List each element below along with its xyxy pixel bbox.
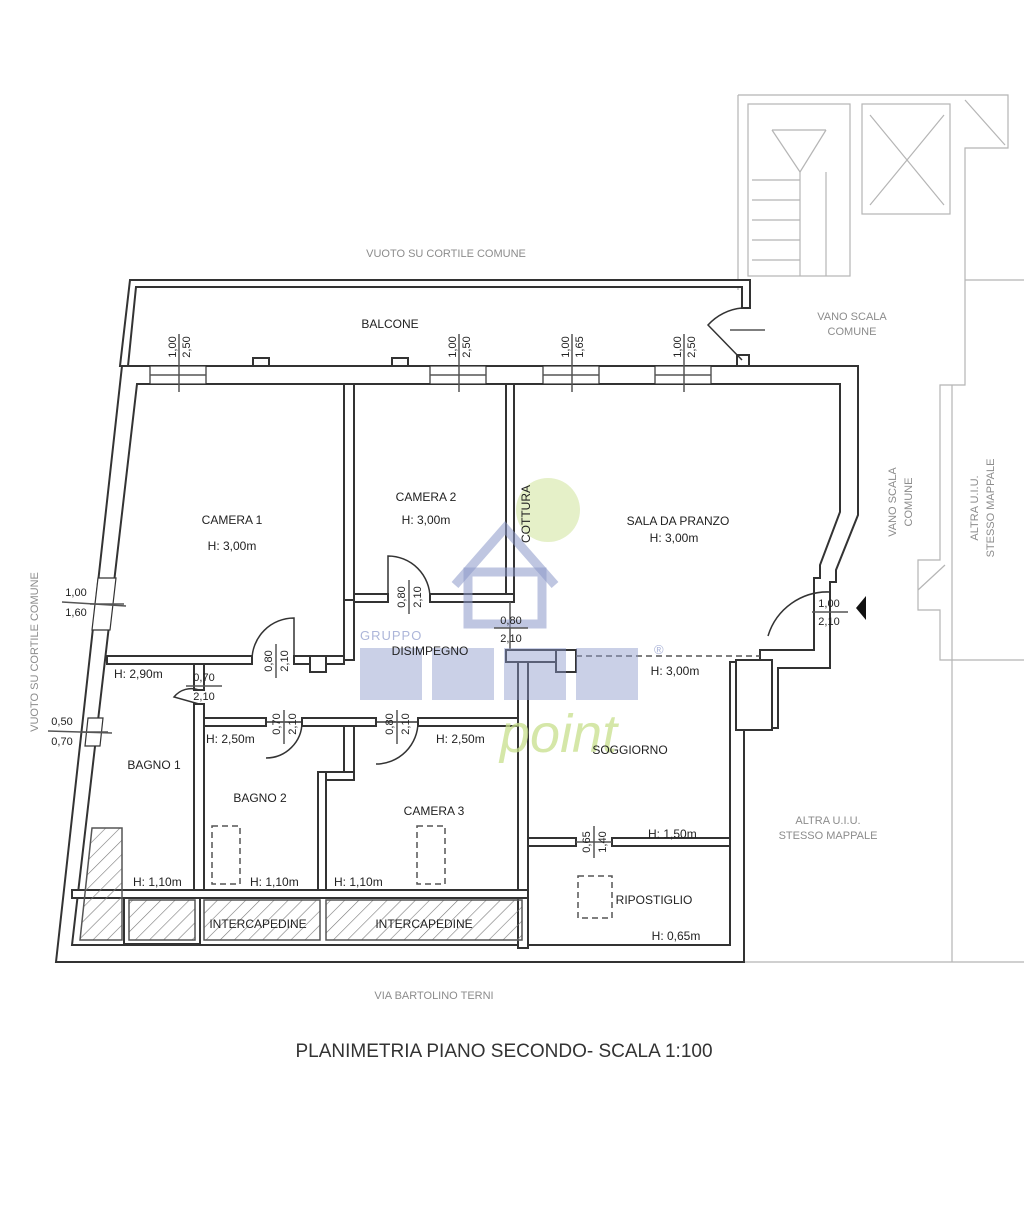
- room-camera-3-name: CAMERA 3: [404, 804, 465, 818]
- label-vano-scala-vertical: COMUNE: [903, 478, 915, 527]
- wm-gruppo: GRUPPO: [360, 628, 422, 643]
- label-vano-scala: COMUNE: [828, 326, 877, 338]
- dim-door-h: 2,10: [412, 586, 424, 607]
- room-camera-1-height: H: 3,00m: [208, 539, 257, 553]
- dim-window-h: 1,65: [574, 336, 586, 357]
- outer-walls: [54, 365, 859, 963]
- context-labels: VUOTO SU CORTILE COMUNE VUOTO SU CORTILE…: [29, 248, 997, 1002]
- height-note: H: 1,10m: [133, 875, 182, 889]
- room-soggiorno-name: SOGGIORNO: [592, 743, 667, 757]
- dim-door-h: 2,10: [193, 691, 214, 703]
- room-cottura-name: COTTURA: [519, 485, 533, 543]
- label-altra-uiu: ALTRA U.I.U.: [795, 815, 860, 827]
- dim-left-window-w: 0,50: [51, 716, 72, 728]
- watermark-logo: GRUPPO ® point: [360, 478, 665, 764]
- dim-door-w: 0,80: [500, 615, 521, 627]
- dim-door-h: 2,10: [818, 616, 839, 628]
- dim-door-w: 0,70: [193, 672, 214, 684]
- window-dimensions: 1,00 2,50 1,00 2,50 1,00 1,65 1,00 2,50: [167, 334, 698, 392]
- wm-reg: ®: [654, 642, 665, 657]
- top-windows: [149, 354, 750, 385]
- label-vano-scala-vertical: VANO SCALA: [887, 467, 899, 537]
- dim-window-w: 1,00: [560, 336, 572, 357]
- room-camera-2-name: CAMERA 2: [396, 490, 457, 504]
- height-note: H: 2,50m: [436, 732, 485, 746]
- room-camera-1-name: CAMERA 1: [202, 513, 263, 527]
- room-intercapedine-1-name: INTERCAPEDINE: [209, 917, 306, 931]
- dim-window-h: 2,50: [181, 336, 193, 357]
- room-balcone-name: BALCONE: [361, 317, 418, 331]
- room-bagno-1-name: BAGNO 1: [127, 758, 181, 772]
- plan-title: PLANIMETRIA PIANO SECONDO- SCALA 1:100: [295, 1041, 712, 1062]
- height-note: H: 2,50m: [206, 732, 255, 746]
- room-soggiorno-height: H: 3,00m: [651, 664, 700, 678]
- height-notes: H: 2,90m H: 2,50m H: 2,50m H: 1,10m H: 1…: [114, 667, 697, 889]
- label-vuoto-top: VUOTO SU CORTILE COMUNE: [366, 248, 526, 260]
- room-ripostiglio-height: H: 0,65m: [652, 929, 701, 943]
- room-sala-height: H: 3,00m: [650, 531, 699, 545]
- room-disimpegno-name: DISIMPEGNO: [392, 644, 469, 658]
- wm-point: point: [498, 704, 619, 764]
- height-note: H: 1,10m: [250, 875, 299, 889]
- room-intercapedine-2-name: INTERCAPEDINE: [375, 917, 472, 931]
- room-camera-2-height: H: 3,00m: [402, 513, 451, 527]
- label-altra-uiu-vertical: STESSO MAPPALE: [985, 459, 997, 558]
- dim-left-window-h: 1,60: [65, 607, 86, 619]
- dim-left-window-h: 0,70: [51, 736, 72, 748]
- dim-left-window-w: 1,00: [65, 587, 86, 599]
- dim-window-h: 2,50: [461, 336, 473, 357]
- height-note: H: 1,10m: [334, 875, 383, 889]
- dim-window-w: 1,00: [447, 336, 459, 357]
- door-dimensions: 1,00 2,10 0,80 2,10 0,80 2,10 0,80 2,10 …: [186, 580, 848, 858]
- room-labels: CAMERA 1 H: 3,00m CAMERA 2 H: 3,00m SALA…: [127, 317, 729, 943]
- dim-door-w: 0,80: [396, 586, 408, 607]
- room-sala-name: SALA DA PRANZO: [627, 514, 730, 528]
- dim-window-h: 2,50: [686, 336, 698, 357]
- dim-door-h: 2,10: [279, 650, 291, 671]
- dim-door-h: 1,40: [597, 831, 609, 852]
- dim-door-h: 2,10: [500, 633, 521, 645]
- left-window-dimensions: 1,00 1,60 0,50 0,70: [47, 587, 127, 748]
- dim-window-w: 1,00: [167, 336, 179, 357]
- dim-door-w: 0,65: [581, 831, 593, 852]
- dim-door-h: 2,10: [287, 713, 299, 734]
- dim-door-w: 0,70: [271, 713, 283, 734]
- dim-door-h: 2,10: [400, 713, 412, 734]
- dim-door-w: 0,80: [384, 713, 396, 734]
- dim-door-w: 0,80: [263, 650, 275, 671]
- height-note: H: 1,50m: [648, 827, 697, 841]
- dim-window-w: 1,00: [672, 336, 684, 357]
- balcony: [118, 279, 751, 367]
- label-street: VIA BARTOLINO TERNI: [374, 990, 493, 1002]
- label-vano-scala: VANO SCALA: [817, 311, 887, 323]
- dashed-fixtures: [211, 825, 613, 919]
- height-note: H: 2,90m: [114, 667, 163, 681]
- hatched-cavities: [79, 827, 523, 941]
- label-altra-uiu: STESSO MAPPALE: [779, 830, 878, 842]
- label-vuoto-left: VUOTO SU CORTILE COMUNE: [29, 572, 41, 732]
- room-bagno-2-name: BAGNO 2: [233, 791, 287, 805]
- room-ripostiglio-name: RIPOSTIGLIO: [616, 893, 693, 907]
- context-lines: [737, 94, 1024, 963]
- label-altra-uiu-vertical: ALTRA U.I.U.: [969, 475, 981, 540]
- dim-door-w: 1,00: [818, 598, 839, 610]
